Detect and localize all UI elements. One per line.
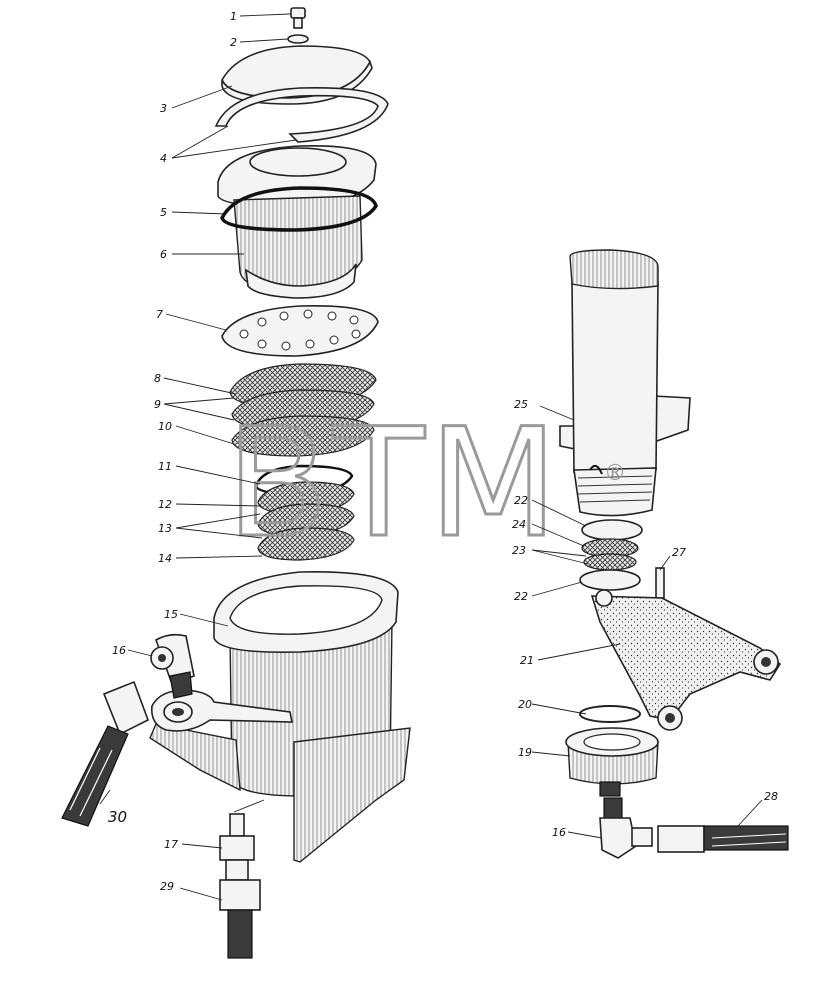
part-stud — [655, 567, 665, 599]
callout-16-left: 16 — [112, 644, 126, 657]
part-nut — [565, 727, 659, 797]
part-washer — [287, 34, 309, 44]
callout-29: 29 — [160, 880, 174, 893]
callout-21: 21 — [520, 654, 534, 667]
callout-6: 6 — [160, 248, 167, 261]
part-filter-bowl — [213, 571, 411, 863]
callout-1: 1 — [230, 10, 237, 23]
callout-20: 20 — [518, 698, 532, 711]
callout-24: 24 — [512, 518, 526, 531]
part-o-ring — [220, 186, 378, 232]
callout-5: 5 — [160, 206, 167, 219]
callout-30: 30 — [108, 808, 127, 826]
watermark-reg-mark: ® — [604, 461, 626, 486]
callout-2: 2 — [230, 36, 237, 49]
callout-19: 19 — [518, 746, 532, 759]
callout-3: 3 — [160, 102, 167, 115]
part-fitting-29 — [219, 879, 261, 959]
callout-28: 28 — [764, 790, 778, 803]
part-disc-22-top — [581, 519, 643, 541]
callout-7: 7 — [156, 308, 163, 321]
callout-22-bottom: 22 — [514, 590, 528, 603]
callout-4: 4 — [160, 152, 167, 165]
part-elbow-fitting-right — [599, 797, 653, 859]
part-disc-23 — [583, 553, 637, 571]
callout-10: 10 — [158, 420, 172, 433]
part-hose-left — [61, 680, 149, 827]
watermark-text: BTM — [226, 397, 562, 571]
part-fitting-17 — [219, 813, 255, 881]
callout-25: 25 — [514, 398, 528, 411]
callout-14: 14 — [158, 552, 172, 565]
part-bolt — [290, 7, 306, 29]
callout-9: 9 — [154, 398, 161, 411]
callout-11: 11 — [158, 460, 172, 473]
callout-15: 15 — [164, 608, 178, 621]
part-mesh-disc-13b — [257, 527, 355, 561]
part-retaining-ring — [214, 87, 389, 143]
callout-17: 17 — [164, 838, 178, 851]
part-elbow-fitting-left — [150, 633, 195, 699]
part-filter-cartridge — [559, 249, 691, 517]
callout-22-top: 22 — [514, 494, 528, 507]
callout-16-right: 16 — [552, 826, 566, 839]
part-mesh-disc-10 — [231, 415, 375, 457]
part-bracket — [590, 589, 782, 731]
part-hose-right — [657, 825, 789, 853]
part-housing-body — [233, 195, 363, 299]
callout-13: 13 — [158, 522, 172, 535]
leader-lines — [99, 13, 763, 901]
part-mounting-arm — [149, 689, 293, 792]
callout-27: 27 — [672, 546, 686, 559]
callout-8: 8 — [154, 372, 161, 385]
part-perforated-gasket — [221, 305, 379, 357]
callout-12: 12 — [158, 498, 172, 511]
part-ring-20 — [579, 705, 641, 723]
part-disc-22-bottom — [579, 569, 641, 591]
callout-labels: 1 2 3 4 5 6 7 8 9 10 11 12 13 14 15 16 1… — [108, 10, 778, 893]
callout-23: 23 — [512, 544, 526, 557]
